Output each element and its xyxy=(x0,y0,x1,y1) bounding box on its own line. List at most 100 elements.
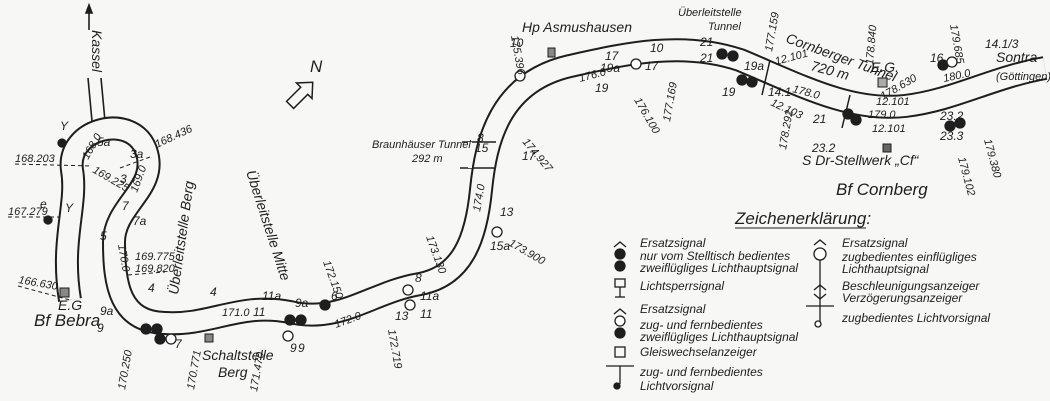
uest-mitte: Überleitstelle Mitte xyxy=(243,168,295,283)
signal-icon xyxy=(319,299,331,311)
signal-icon xyxy=(630,58,642,70)
signal-number: 11 xyxy=(420,307,432,321)
signal-icon xyxy=(491,226,503,238)
legend-item: zug- und fernbedientes xyxy=(639,365,763,379)
arrow-up-icon xyxy=(84,2,94,14)
signal-icon xyxy=(954,117,966,129)
signal-number: 15 xyxy=(475,141,489,155)
signal-number: 21 xyxy=(812,112,826,126)
direction-goettingen: (Göttingen) xyxy=(996,71,1050,83)
km-label: 177.169 xyxy=(661,81,680,122)
signal-icon xyxy=(295,314,307,326)
signal-marks xyxy=(43,48,966,345)
eg-bebra: E.G xyxy=(58,297,82,313)
signal-icon xyxy=(716,48,728,60)
signal-icon xyxy=(842,108,854,120)
legend-item: Ersatzsignal xyxy=(640,302,706,316)
double-track xyxy=(54,38,1048,336)
km-label: 12.101 xyxy=(872,123,906,135)
signal-number: 13 xyxy=(395,309,409,323)
km-label: 176.100 xyxy=(631,96,662,137)
north-arrow xyxy=(285,81,314,110)
signal-number: 7 xyxy=(122,199,130,213)
signal-number: 9 xyxy=(290,341,297,355)
signal-icon xyxy=(746,76,758,88)
signal-number: 14.1 xyxy=(768,85,791,99)
building-icon-cornberg-eg xyxy=(877,77,888,88)
signal-number: 9 xyxy=(97,321,104,335)
signal-number: 9a xyxy=(100,304,114,318)
signal-number: 11a xyxy=(420,289,439,303)
uest-tunnel-2: Tunnel xyxy=(708,21,741,33)
km-label: 177.159 xyxy=(763,11,782,52)
signal-icon xyxy=(282,330,294,342)
signal-number: 23.3 xyxy=(939,129,964,143)
km-mark: 179.0 xyxy=(868,109,896,121)
building-icon-schaltstelle xyxy=(204,333,214,343)
signal-icon xyxy=(402,284,414,296)
legend-item: zug- und fernbedientes xyxy=(639,318,763,332)
lichtsperrsignal-icon xyxy=(614,278,626,288)
signal-icon xyxy=(404,299,416,311)
signal-number: Y xyxy=(65,201,74,215)
km-mark: 174.0 xyxy=(471,182,488,212)
signal-number: 3a xyxy=(130,147,144,161)
signal-number: 13 xyxy=(500,205,514,219)
signal-number: 19a xyxy=(744,59,764,73)
signal-number: 10 xyxy=(510,36,524,50)
ersatzsignal-icon xyxy=(613,308,627,315)
signal-icon xyxy=(514,70,526,82)
signal-number: 5 xyxy=(100,229,107,243)
signal-icon xyxy=(284,314,296,326)
signal-icon xyxy=(151,323,163,335)
schaltstelle: Schaltstelle xyxy=(202,347,274,363)
station-cornberg: Bf Cornberg xyxy=(836,180,928,199)
direction-kassel: Kassel xyxy=(89,30,105,73)
km-mark: 170.0 xyxy=(115,243,132,273)
signal-number: 11a xyxy=(262,289,281,303)
signal-icon xyxy=(944,120,956,132)
signal-number: 19 xyxy=(722,85,736,99)
signal-number: 9a xyxy=(295,296,309,310)
signal-number: 4 xyxy=(148,281,155,295)
eg-cornberg: E.G. xyxy=(871,59,899,75)
km-label: 172.719 xyxy=(385,328,404,369)
signal-number: 6 xyxy=(331,289,338,303)
beschleunigungsanzeiger-icon xyxy=(813,284,827,291)
signal-number: 8 xyxy=(415,271,422,285)
verzoegerungsanzeiger-icon xyxy=(813,293,827,300)
station-bebra: Bf Bebra xyxy=(34,311,100,330)
km-label: 179.102 xyxy=(955,156,977,198)
legend-item: zugbedientes Lichtvorsignal xyxy=(841,311,990,325)
legend-item: Lichtsperrsignal xyxy=(640,279,724,293)
km-label: 173.900 xyxy=(507,237,548,268)
building-icon-bebra xyxy=(59,287,70,298)
legend-item: nur vom Stelltisch bedientes xyxy=(640,249,790,263)
signal-number: 21 xyxy=(699,35,713,49)
signal-number: Y xyxy=(60,119,69,133)
km-label: 12.101 xyxy=(876,96,910,108)
signal-number: 23.2 xyxy=(811,141,836,155)
fernbedientes-hauptsignal-icon xyxy=(614,315,626,327)
legend-left-text: Ersatzsignal nur vom Stelltisch bediente… xyxy=(639,236,798,393)
signal-number: 16 xyxy=(930,51,944,65)
signal-icon xyxy=(43,215,53,225)
km-label: 169.775 xyxy=(135,251,176,263)
north-label: N xyxy=(310,57,323,76)
legend-item: Gleiswechselanzeiger xyxy=(640,345,758,359)
signal-number: 14.1/3 xyxy=(985,37,1019,51)
signal-number: 9 xyxy=(298,341,305,355)
schaltstelle-berg: Berg xyxy=(218,364,248,380)
signal-number: 11 xyxy=(253,305,265,319)
km-label: 179.380 xyxy=(981,138,1003,180)
km-label: 170.250 xyxy=(116,348,135,390)
signal-icon xyxy=(140,323,152,335)
signal-number: 19a xyxy=(600,61,620,75)
signal-icon xyxy=(946,56,958,68)
signal-number: 19 xyxy=(595,81,609,95)
ersatzsignal-icon xyxy=(813,239,827,246)
signal-number: 7 xyxy=(175,337,183,351)
km-mark: 171.0 xyxy=(222,307,250,319)
